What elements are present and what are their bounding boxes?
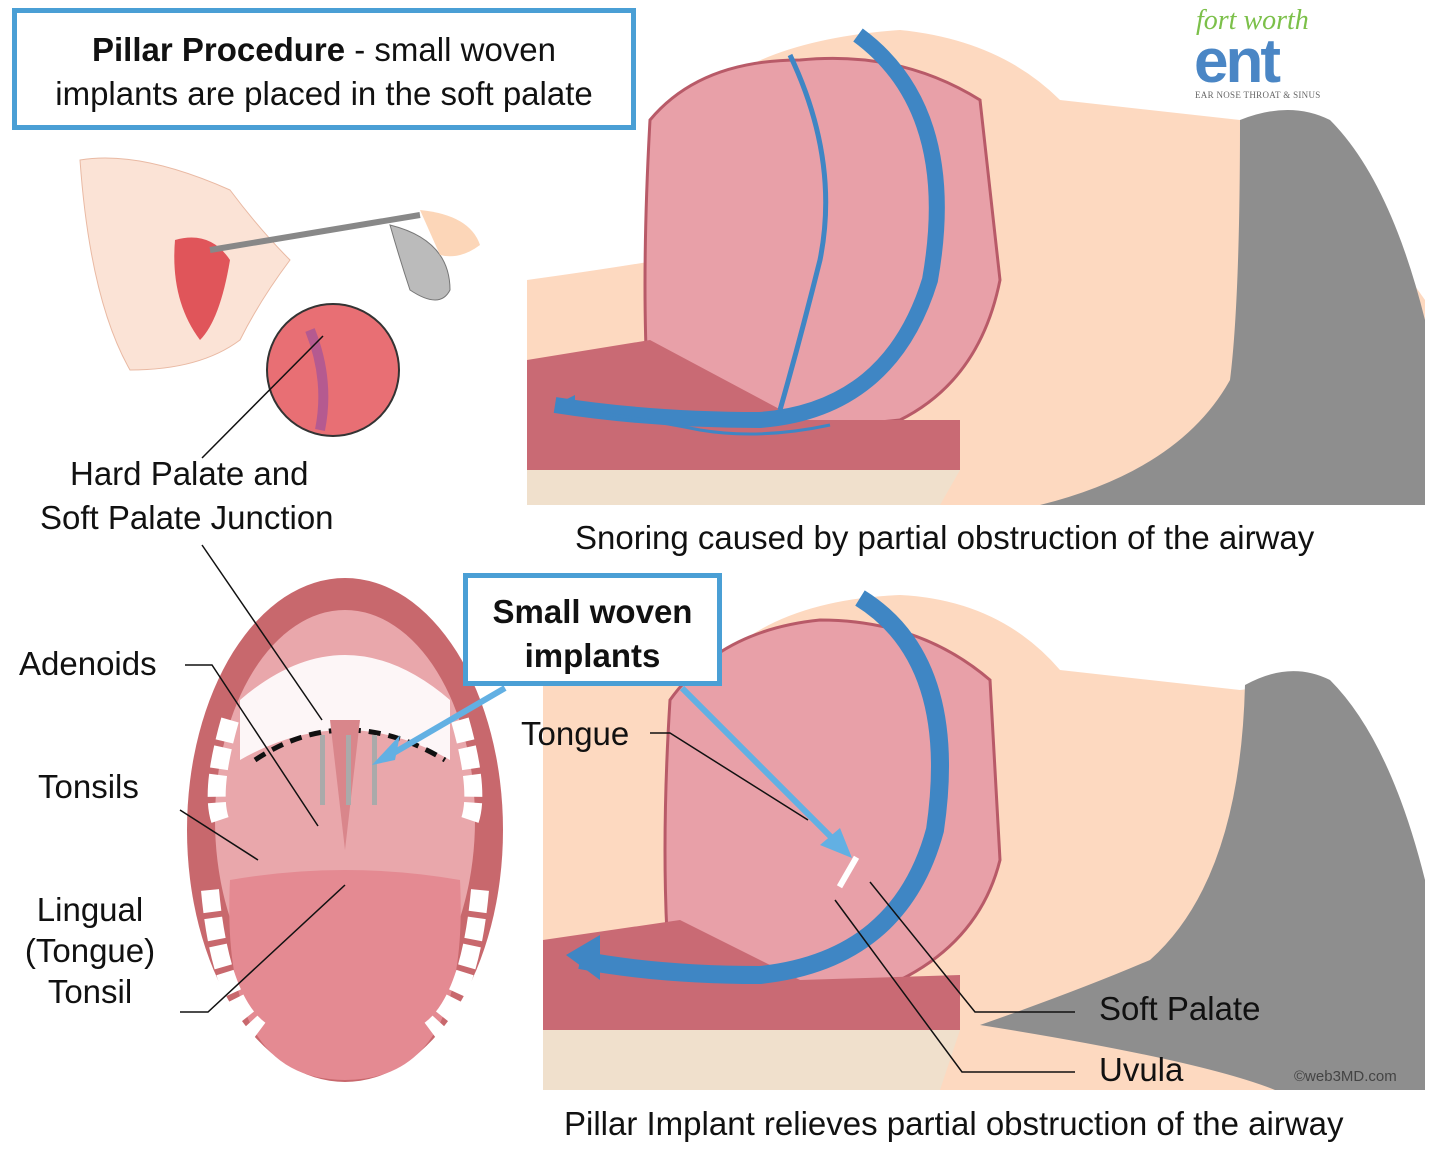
label-junction-line1: Hard Palate and (70, 455, 309, 492)
caption-top: Snoring caused by partial obstruction of… (575, 519, 1315, 556)
implant-arrows (383, 685, 845, 851)
title-line2: implants are placed in the soft palate (55, 75, 593, 112)
caption-bottom: Pillar Implant relieves partial obstruct… (564, 1105, 1344, 1142)
title-box: Pillar Procedure - small woven implants … (12, 8, 636, 130)
logo-ent: ent (1194, 27, 1281, 96)
bottom-cross-section (543, 590, 1425, 1090)
label-lingual-line2: (Tongue) (24, 932, 156, 969)
arrowhead (372, 735, 400, 765)
copyright: ©web3MD.com (1294, 1068, 1397, 1085)
arrowhead (820, 828, 852, 858)
implants-line2: implants (524, 637, 661, 674)
logo-tagline: EAR NOSE THROAT & SINUS (1195, 90, 1321, 100)
top-cross-section (527, 28, 1425, 505)
open-mouth-illustration (187, 578, 503, 1082)
title-bold: Pillar Procedure (92, 31, 346, 68)
label-adenoids: Adenoids (19, 645, 157, 682)
label-junction-line2: Soft Palate Junction (40, 499, 334, 536)
label-uvula: Uvula (1099, 1051, 1184, 1088)
label-lingual-line1: Lingual (36, 891, 144, 928)
implants-callout: Small woven implants (463, 573, 722, 686)
implants-line1: Small woven (492, 593, 693, 630)
leader-lines (179, 544, 1075, 1073)
label-soft-palate: Soft Palate (1099, 990, 1261, 1027)
logo-script: fort worth (1196, 5, 1309, 36)
label-lingual-line3: Tonsil (47, 973, 133, 1010)
title-line1-rest: - small woven (345, 31, 556, 68)
label-tonsils: Tonsils (38, 768, 139, 805)
procedure-sketch (79, 157, 480, 459)
label-tongue: Tongue (521, 715, 630, 752)
